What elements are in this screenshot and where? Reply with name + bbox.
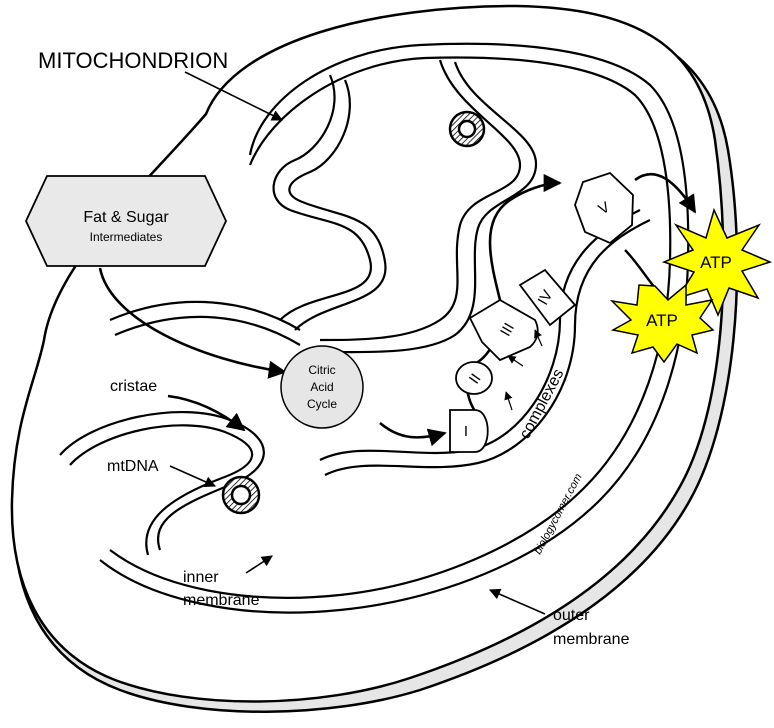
atp-label-bottom: ATP	[646, 311, 678, 330]
inner-membrane-label-2: membrane	[183, 592, 260, 609]
outer-membrane-label-2: membrane	[553, 631, 630, 648]
cycle-label-line2: Acid	[310, 380, 333, 394]
diagram-title: MITOCHONDRION	[38, 48, 228, 73]
mtdna-label: mtDNA	[107, 458, 159, 475]
cristae-label: cristae	[110, 378, 157, 395]
outer-membrane-label-1: outer	[553, 607, 590, 624]
complex-i-label: I	[464, 423, 468, 440]
atp-label-top: ATP	[700, 253, 732, 272]
mtdna-ring-bottom	[223, 477, 259, 513]
cycle-label-line1: Citric	[308, 363, 335, 377]
complex-i	[450, 410, 488, 452]
mtdna-ring-top	[450, 112, 484, 146]
input-label-line1: Fat & Sugar	[83, 209, 169, 226]
inner-membrane-label-1: inner	[183, 569, 219, 586]
input-label-line2: Intermediates	[90, 230, 163, 244]
cycle-label-line3: Cycle	[307, 397, 337, 411]
outer-membrane	[12, 6, 724, 702]
